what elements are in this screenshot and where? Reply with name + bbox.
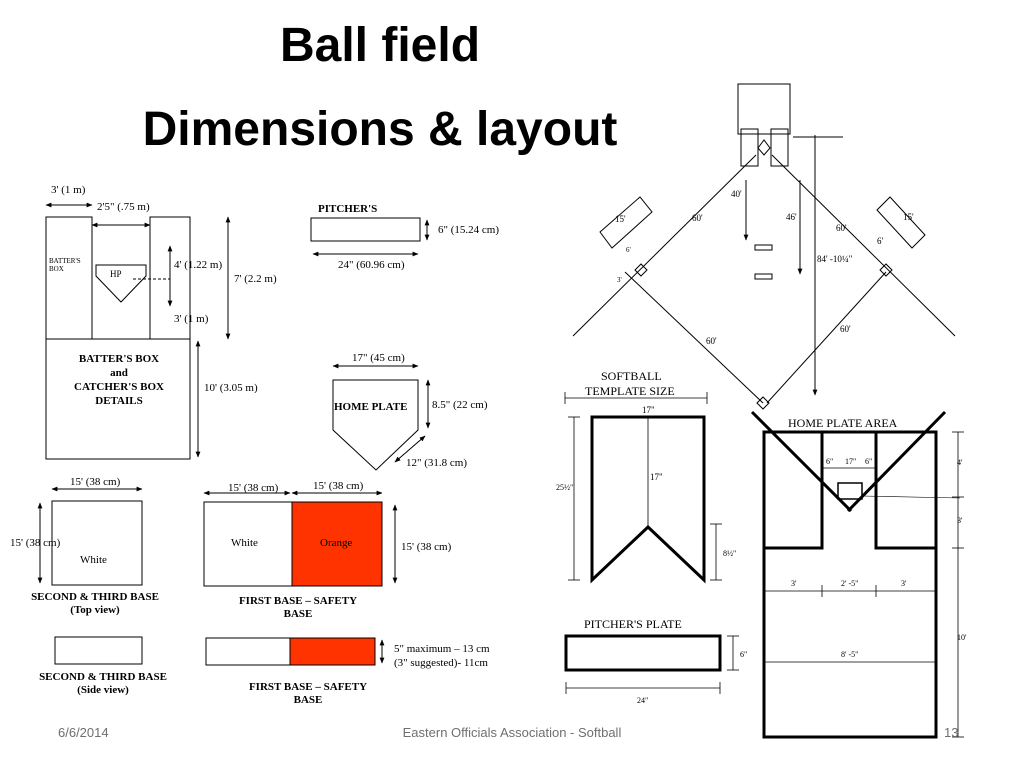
dim-60ft-a: 60' [692,213,703,223]
batters-box-caption-3: CATCHER'S BOX [74,381,164,393]
dim-15ft-right: 15' [903,212,914,222]
hp-area-width-3ft-b: 3' [901,579,907,588]
hp-area-17in: 17" [845,457,856,466]
hp-area-4ft: 4' [957,458,963,467]
second-base-width: 15' (38 cm) [70,476,121,488]
hp-label: HP [110,269,122,279]
second-base-caption-1: SECOND & THIRD BASE [31,591,159,603]
first-base-white: White [231,537,258,549]
batters-box-caption-4: DETAILS [95,395,142,407]
pitchers-plate-height: 6" [740,650,747,659]
dim-10ft: 10' (3.05 m) [204,382,258,394]
dim-3ft: 3' (1 m) [51,184,86,196]
hp-area-width-3ft-a: 3' [791,579,797,588]
dim-15ft-left: 15' [615,214,626,224]
dim-3ft-left: 3' [617,276,622,284]
template-inner: 17" [650,472,663,482]
first-base-side-caption-1: FIRST BASE – SAFETY [249,681,367,693]
dim-2ft5: 2'5" (.75 m) [97,201,150,213]
second-base-caption-2: (Top view) [70,604,120,616]
softball-template [564,392,722,584]
template-notch: 8½" [723,549,736,558]
pitchers-rubber-detail [310,217,430,257]
batters-box-caption-2: and [110,367,128,379]
home-plate-mark [756,396,770,410]
second-base-color: White [80,554,107,566]
home-plate-outline [95,264,147,303]
hp-area-3ft: 3' [957,516,963,525]
hp-area-width-2ft5: 2' -5" [841,579,858,588]
first-base-orange: Orange [320,537,352,549]
pitcher-height: 6" (15.24 cm) [438,224,499,236]
pitchers-plate-detail [564,634,739,694]
first-base-side-height-2: (3" suggested)- 11cm [394,657,488,669]
home-plate-area-label: HOME PLATE AREA [788,416,898,430]
pitcher-width: 24" (60.96 cm) [338,259,405,271]
pitchers-label: PITCHER'S [318,203,377,215]
left-batters-box [45,216,93,340]
pitchers-plate-label: PITCHER'S PLATE [584,617,682,631]
home-plate-width: 17" (45 cm) [352,352,405,364]
template-title-2: TEMPLATE SIZE [585,384,675,398]
second-base-side-view [54,636,143,665]
second-base-outer [737,83,791,135]
first-base-coach-box [876,196,926,249]
dim-4ft: 4' (1.22 m) [174,259,222,271]
footer-page-number: 13 [944,725,959,740]
title-line-1: Ball field [279,19,481,72]
batters-box-caption-1: BATTER'S BOX [79,353,159,365]
first-base-width-1: 15' (38 cm) [228,482,279,494]
second-third-base-detail [37,486,143,665]
dim-60ft-b: 60' [836,223,847,233]
home-plate-diagonal: 12" (31.8 cm) [406,457,467,469]
dim-60ft-c: 60' [706,336,717,346]
dim-40ft: 40' [731,189,742,199]
hp-area-10ft: 10' [957,633,967,642]
catchers-box [45,338,191,460]
first-base-width-2: 15' (38 cm) [313,480,364,492]
template-width: 17" [642,405,655,415]
home-plate-label: HOME PLATE [334,401,407,413]
hp-area-6in-a: 6" [826,457,833,466]
dim-46ft: 46' [786,212,797,222]
infield-diamond [572,83,956,410]
left-batters-box-area [762,430,824,550]
second-base-side-caption-2: (Side view) [77,684,129,696]
first-base-caption-2: BASE [284,608,313,620]
first-base-height: 15' (38 cm) [401,541,452,553]
batters-box-label-2: BOX [49,265,64,273]
second-base-height: 15' (38 cm) [10,537,61,549]
first-base-side-caption-2: BASE [294,694,323,706]
pitchers-plate-width: 24" [637,696,648,705]
dim-6ft-left: 6' [626,246,631,254]
dim-84ft: 84' -10¼" [817,254,853,264]
title-line-2: Dimensions & layout [142,103,618,156]
home-plate-height: 8.5" (22 cm) [432,399,488,411]
dim-6ft-right: 6' [877,236,884,246]
dim-7ft: 7' (2.2 m) [234,273,277,285]
orange-half [291,501,383,587]
third-base-coach-box [599,196,653,249]
orange-side-view [289,637,376,666]
template-height: 25½" [556,483,573,492]
footer-date: 6/6/2014 [58,725,109,740]
hp-area-6in-b: 6" [865,457,872,466]
dim-3ft-lower: 3' (1 m) [174,313,209,325]
template-title-1: SOFTBALL [601,369,662,383]
batters-box-detail [45,202,231,460]
batters-box-label-1: BATTER'S [49,257,81,265]
home-plate-area [750,410,964,739]
first-base-side-height-1: 5" maximum – 13 cm [394,643,490,655]
footer-organization: Eastern Officials Association - Softball [402,725,622,740]
dim-60ft-d: 60' [840,324,851,334]
first-base-caption-1: FIRST BASE – SAFETY [239,595,357,607]
hp-area-width-8ft5: 8' -5" [841,650,858,659]
second-base-side-caption-1: SECOND & THIRD BASE [39,671,167,683]
home-plate-detail [332,363,431,471]
first-base-detail [203,490,398,666]
right-batters-box-area [874,430,938,550]
